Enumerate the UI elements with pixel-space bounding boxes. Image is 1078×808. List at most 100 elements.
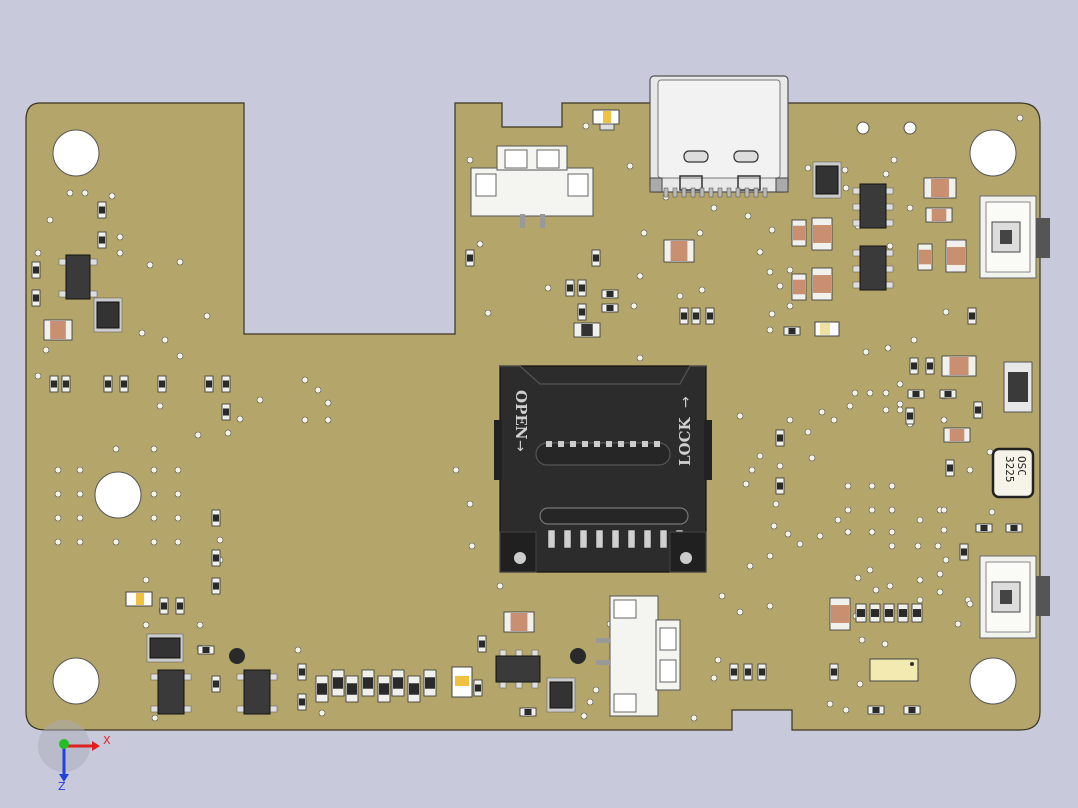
passive-mark [947, 464, 953, 472]
via [256, 396, 264, 404]
ic-components [58, 161, 894, 715]
via [888, 528, 896, 536]
passive [679, 307, 689, 325]
via [770, 522, 778, 530]
diode [812, 161, 842, 199]
via [886, 582, 894, 590]
via [776, 462, 784, 470]
passive-mark [409, 683, 419, 695]
sd-pin [570, 441, 576, 447]
capacitor [917, 243, 933, 271]
passive-mark [593, 254, 599, 262]
led[interactable] [125, 591, 153, 607]
passive-mark [681, 312, 687, 320]
capacitor [811, 267, 833, 301]
via [42, 346, 50, 354]
passive-mark [347, 683, 357, 695]
tactile-button-top[interactable] [979, 195, 1050, 279]
passive-mark [121, 380, 127, 388]
passive [159, 597, 169, 615]
test-point[interactable] [570, 648, 586, 664]
sd-pin [627, 529, 636, 549]
usb-pin [699, 187, 705, 198]
sd-pin [582, 441, 588, 447]
passive-mark [33, 294, 39, 302]
passive [211, 549, 221, 567]
via [580, 712, 588, 720]
via [496, 582, 504, 590]
via [54, 538, 62, 546]
led[interactable] [592, 109, 620, 131]
passive-mark [567, 284, 573, 292]
passive-mark [912, 391, 920, 397]
passive [1005, 523, 1023, 533]
passive [391, 669, 405, 697]
via [294, 646, 302, 654]
via [816, 532, 824, 540]
via [784, 530, 792, 538]
ic-chip [852, 183, 894, 229]
via [834, 516, 842, 524]
cap-mark [919, 249, 931, 265]
passive [221, 375, 231, 393]
passive-mark [707, 312, 713, 320]
via [736, 608, 744, 616]
tactile-button-bottom[interactable] [979, 555, 1050, 639]
via [630, 302, 638, 310]
usb-pin [672, 187, 678, 198]
via [881, 640, 889, 648]
via [866, 566, 874, 574]
usb-pin [762, 187, 768, 198]
passive-mark [969, 312, 975, 320]
inductor[interactable] [1003, 361, 1033, 413]
axis-z-label: Z [58, 780, 66, 793]
via [714, 656, 722, 664]
via [942, 308, 950, 316]
passive [855, 603, 867, 623]
led[interactable] [451, 666, 473, 698]
diode-body [815, 165, 839, 195]
via [842, 706, 850, 714]
sd-card-slot[interactable]: OPEN → LOCK → [494, 365, 712, 573]
via [862, 348, 870, 356]
passive [869, 603, 881, 623]
via [756, 452, 764, 460]
via [916, 516, 924, 524]
passive [743, 663, 753, 681]
via [544, 284, 552, 292]
jst-connector-top[interactable] [470, 145, 594, 228]
via [936, 570, 944, 578]
usb-c-connector[interactable] [649, 75, 789, 198]
pad-component[interactable] [869, 658, 919, 682]
mounting-holes [52, 121, 1017, 705]
capacitor [663, 239, 695, 263]
test-point[interactable] [229, 648, 245, 664]
via [851, 389, 859, 397]
via [718, 592, 726, 600]
ic-chip [852, 245, 894, 291]
ic-body [859, 183, 887, 229]
via [868, 482, 876, 490]
axis-triad-icon[interactable]: X Z [38, 720, 111, 793]
passive-mark [425, 677, 435, 689]
capacitor [925, 207, 953, 223]
passive-mark [177, 602, 183, 610]
led[interactable] [814, 321, 840, 337]
jst-connector-bottom[interactable] [596, 595, 681, 717]
via [582, 122, 590, 130]
sd-pin [563, 529, 572, 549]
mounting-hole [969, 129, 1017, 177]
via [756, 248, 764, 256]
passive-mark [202, 647, 210, 653]
passive-mark [885, 609, 893, 617]
via [882, 389, 890, 397]
passive-mark [475, 684, 481, 692]
passive-mark [223, 408, 229, 416]
crystal-oscillator[interactable]: 3225 OSC [991, 447, 1035, 499]
passive-mark [524, 709, 532, 715]
via [174, 514, 182, 522]
via [150, 445, 158, 453]
via [766, 268, 774, 276]
